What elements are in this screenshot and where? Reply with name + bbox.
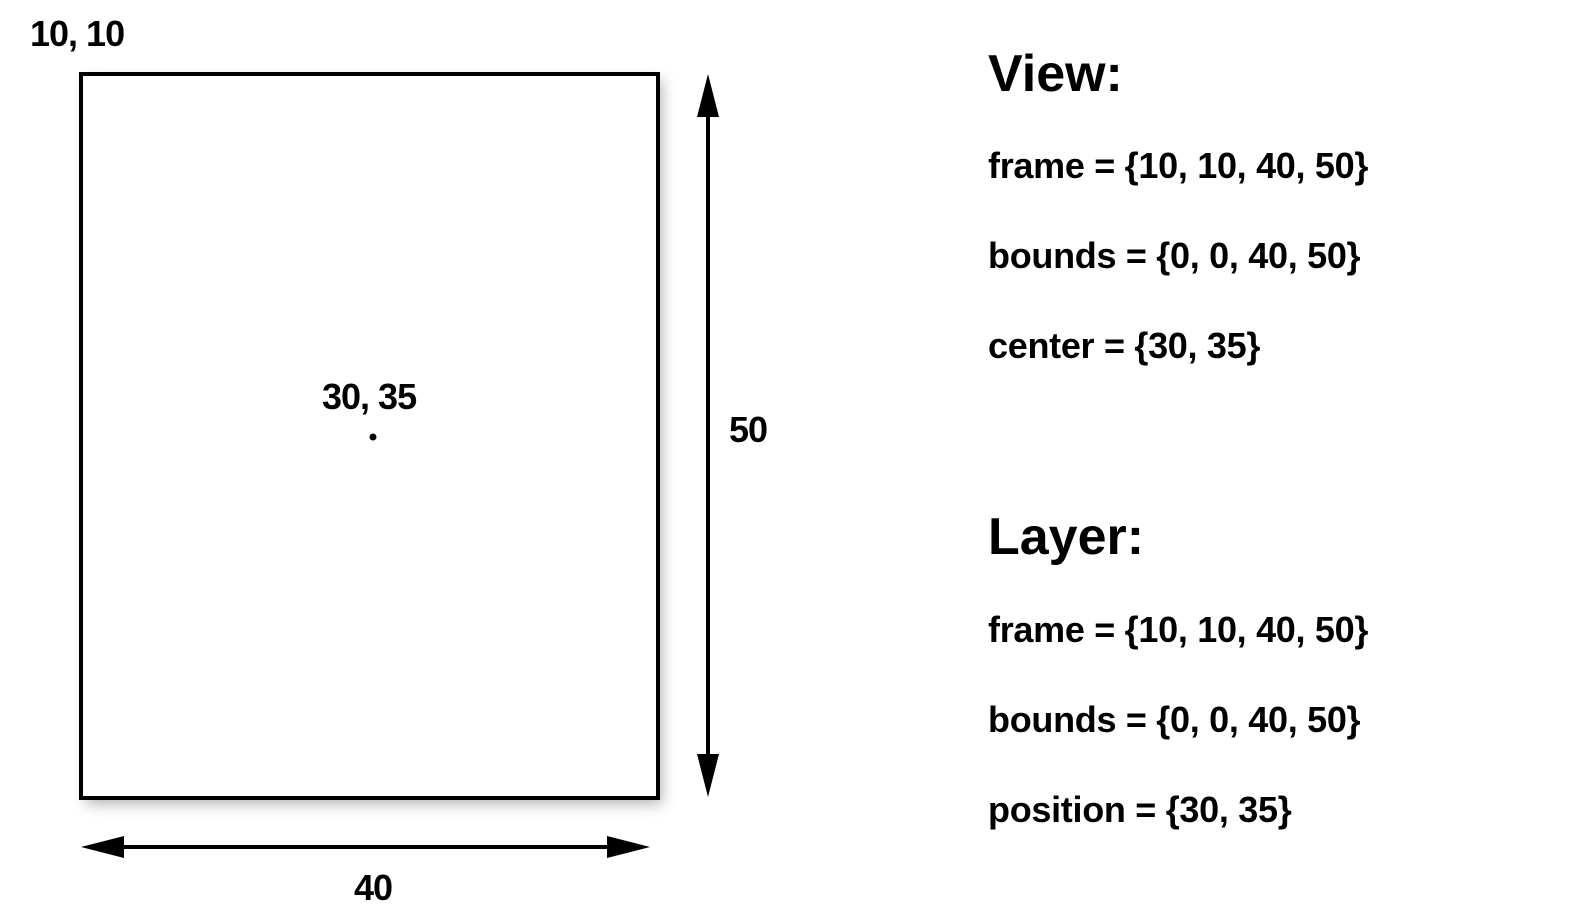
width-label: 40	[354, 867, 393, 908]
center-label: 30, 35	[322, 376, 417, 417]
origin-label: 10, 10	[30, 13, 125, 54]
height-arrow	[697, 74, 719, 797]
width-arrow	[81, 836, 650, 858]
view-rect	[79, 72, 660, 800]
layer-position-text: position = {30, 35}	[988, 789, 1292, 830]
view-bounds-text: bounds = {0, 0, 40, 50}	[988, 235, 1361, 276]
layer-frame-text: frame = {10, 10, 40, 50}	[988, 609, 1369, 650]
height-label: 50	[729, 409, 768, 450]
view-center-text: center = {30, 35}	[988, 325, 1261, 366]
layer-bounds-text: bounds = {0, 0, 40, 50}	[988, 699, 1361, 740]
view-heading: View:	[988, 45, 1123, 103]
layer-heading: Layer:	[988, 508, 1145, 566]
view-frame-text: frame = {10, 10, 40, 50}	[988, 145, 1369, 186]
center-point	[369, 433, 377, 441]
